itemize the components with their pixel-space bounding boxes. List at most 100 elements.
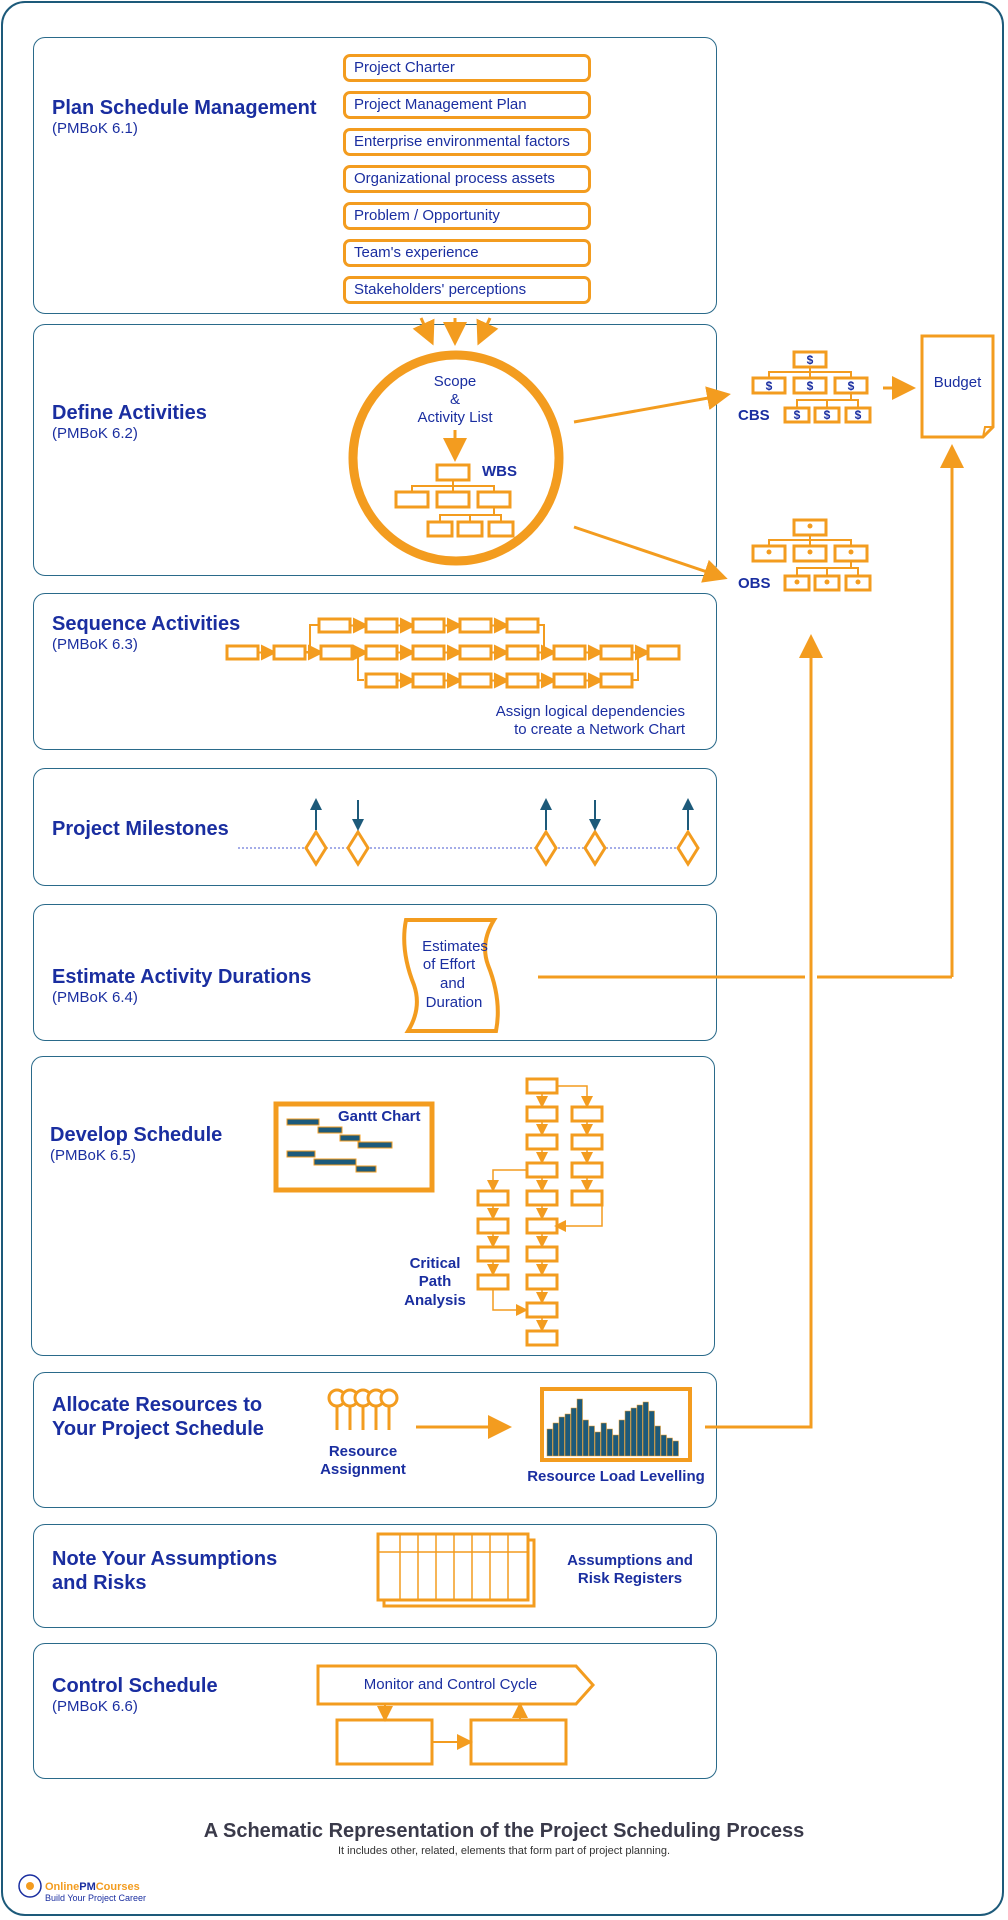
obs-label: OBS — [738, 575, 771, 592]
milestone-diamond — [346, 829, 370, 867]
dollar-sign: $ — [848, 379, 855, 393]
cpa-branch — [487, 1169, 527, 1192]
network-activity-box — [364, 617, 399, 634]
network-activity-box — [552, 672, 587, 689]
sequence-note-line2: to create a Network Chart — [514, 721, 685, 738]
plan-input-item: Team's experience — [343, 239, 591, 267]
histogram-bar — [636, 1404, 643, 1457]
resource-histogram — [546, 1398, 679, 1457]
network-activity-box — [411, 617, 446, 634]
registers-line2: Risk Registers — [577, 1570, 683, 1587]
cpa-activity-box — [525, 1273, 559, 1291]
section-subtitle: (PMBoK 6.1) — [52, 120, 138, 137]
gantt-bars — [286, 1118, 393, 1173]
plan-input-item: Project Management Plan — [343, 91, 591, 119]
network-activity-box — [411, 644, 446, 661]
cpa-activity-box — [525, 1301, 559, 1319]
scope-line3: Activity List — [417, 409, 493, 426]
cycle-box-left — [335, 1718, 434, 1766]
cpa-merge — [492, 1289, 528, 1316]
gantt-chart-box — [273, 1101, 435, 1193]
section-title: Estimate Activity Durations — [52, 966, 312, 988]
network-activity-box — [646, 644, 681, 661]
section-estimate-activity-durations: Estimate Activity Durations (PMBoK 6.4) — [33, 904, 717, 1041]
network-activity-box — [319, 644, 354, 661]
cycle-box-right — [469, 1718, 568, 1766]
cpa-activity-box — [476, 1217, 510, 1235]
network-activity-box — [272, 644, 307, 661]
monitor-control-banner — [316, 1664, 596, 1706]
milestone-markers — [304, 798, 700, 867]
histogram-bar — [612, 1434, 619, 1457]
resource-pins — [327, 1388, 399, 1408]
cbs-dollar-signs: $$$$$$$ — [766, 353, 862, 422]
budget-document — [920, 334, 995, 439]
cbs-label: CBS — [738, 407, 770, 424]
network-chart — [225, 617, 681, 689]
network-activity-box — [599, 644, 634, 661]
network-activity-box — [505, 644, 540, 661]
histogram-bar — [654, 1425, 661, 1457]
registers-line1: Assumptions and — [567, 1552, 693, 1569]
milestone-diamond — [534, 829, 558, 867]
dollar-sign: $ — [855, 408, 862, 422]
plan-input-item: Organizational process assets — [343, 165, 591, 193]
dollar-sign: $ — [824, 408, 831, 422]
cpa-activity-box — [525, 1077, 559, 1095]
section-project-milestones: Project Milestones — [33, 768, 717, 886]
histogram-bar — [588, 1425, 595, 1457]
cpa-activity-box — [525, 1105, 559, 1123]
histogram-bar — [648, 1410, 655, 1457]
dollar-sign: $ — [766, 379, 773, 393]
network-activity-box — [599, 672, 634, 689]
estimate-doc-line4: Duration — [425, 994, 483, 1011]
critical-path-chart — [476, 1077, 604, 1347]
section-subtitle: (PMBoK 6.5) — [50, 1147, 136, 1164]
cpa-activity-box — [476, 1189, 510, 1207]
cpa-branch — [557, 1085, 593, 1108]
cpa-merge — [554, 1198, 603, 1232]
monitor-control-cycle-label: Monitor and Control Cycle — [363, 1676, 538, 1693]
dollar-sign: $ — [807, 379, 814, 393]
estimate-doc-line2: of Effort — [422, 956, 476, 973]
histogram-bar — [672, 1440, 679, 1457]
logo-tagline: Build Your Project Career — [45, 1893, 147, 1903]
wbs-tree — [394, 463, 515, 538]
wbs-label: WBS — [482, 463, 517, 480]
histogram-bar — [630, 1407, 637, 1457]
network-merge — [632, 652, 639, 681]
network-activity-box — [225, 644, 260, 661]
network-activity-box — [505, 617, 540, 634]
network-branch — [352, 651, 364, 681]
histogram-bar — [570, 1407, 577, 1457]
cpa-activity-box — [525, 1161, 559, 1179]
cpa-activity-box — [570, 1105, 604, 1123]
section-title-line1: Allocate Resources to — [52, 1394, 263, 1416]
section-title: Define Activities — [52, 402, 207, 424]
section-title: Control Schedule — [52, 1675, 218, 1697]
scope-line1: Scope — [433, 373, 477, 390]
milestone-diamond — [583, 829, 607, 867]
histogram-bar — [546, 1428, 553, 1457]
section-title: Project Milestones — [52, 818, 229, 840]
histogram-bar — [552, 1422, 559, 1457]
obs-tree — [751, 518, 872, 592]
plan-input-item: Project Charter — [343, 54, 591, 82]
network-activity-box — [317, 617, 352, 634]
cpa-activity-box — [570, 1189, 604, 1207]
logo-mark — [18, 1874, 42, 1898]
dollar-sign: $ — [794, 408, 801, 422]
network-branch — [305, 624, 318, 653]
section-subtitle: (PMBoK 6.3) — [52, 636, 138, 653]
section-subtitle: (PMBoK 6.6) — [52, 1698, 138, 1715]
plan-to-define-arrows — [412, 317, 499, 346]
obs-people — [766, 523, 861, 585]
cpa-activity-box — [525, 1245, 559, 1263]
histogram-bar — [642, 1401, 649, 1457]
milestone-diamond — [304, 829, 328, 867]
network-activity-box — [458, 672, 493, 689]
logo-wordmark: OnlinePMCourses — [45, 1881, 140, 1893]
histogram-bar — [606, 1428, 613, 1457]
